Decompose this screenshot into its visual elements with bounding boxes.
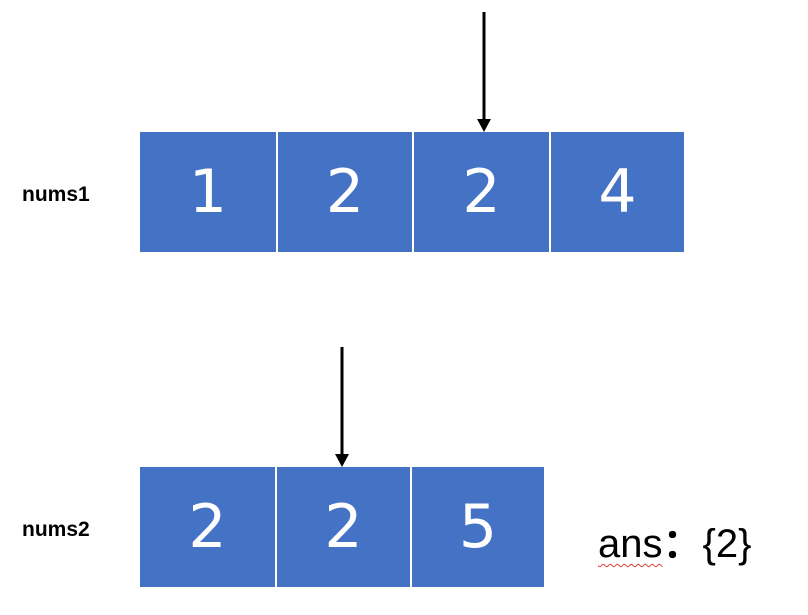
nums1-cell-1: 2	[276, 132, 412, 252]
nums2-cell-0: 2	[140, 467, 275, 587]
nums2-array: 2 2 5	[140, 467, 544, 587]
nums1-label: nums1	[22, 183, 90, 206]
nums2-cell-2: 5	[410, 467, 544, 587]
nums1-cell-3: 4	[549, 132, 684, 252]
nums2-cell-1: 2	[275, 467, 410, 587]
answer-key: ans	[598, 522, 663, 566]
nums2-label: nums2	[22, 518, 90, 541]
answer-colon: ：	[662, 522, 703, 566]
nums1-pointer-arrow	[477, 12, 491, 132]
nums1-cell-2: 2	[412, 132, 549, 252]
nums2-pointer-arrow	[335, 347, 349, 467]
answer-value: {2}	[702, 522, 752, 566]
nums1-array: 1 2 2 4	[140, 132, 684, 252]
nums1-cell-0: 1	[140, 132, 276, 252]
answer-text: ans：{2}	[598, 524, 751, 564]
